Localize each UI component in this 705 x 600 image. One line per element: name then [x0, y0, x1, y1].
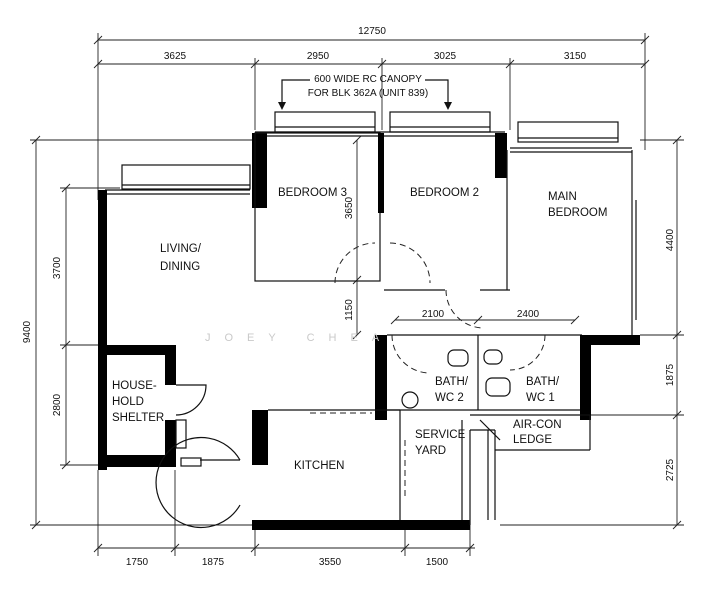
dim-top-2: 2950	[307, 51, 330, 62]
shelter-label-3: SHELTER	[112, 412, 164, 424]
doors	[155, 242, 546, 529]
bedroom2-door-swing	[389, 242, 431, 284]
dim-bottom-2: 1875	[202, 557, 225, 568]
shelter-label-2: HOLD	[112, 396, 144, 408]
aircon-ledge-label-1: AIR-CON	[513, 419, 562, 431]
dim-bath-2: 2400	[517, 309, 540, 320]
watermark: JOEY CHEA	[205, 332, 393, 344]
dimension-labels: 12750 3625 2950 3025 3150 9400 3700 2800…	[22, 26, 676, 568]
bedroom2-label: BEDROOM 2	[410, 187, 479, 199]
kitchen-label: KITCHEN	[294, 460, 344, 472]
canopy-arrowhead-right	[444, 102, 452, 110]
dim-bath-1: 2100	[422, 309, 445, 320]
main-bedroom-door-swing	[445, 289, 485, 329]
room-labels: BEDROOM 3 BEDROOM 2 MAIN BEDROOM LIVING/…	[112, 187, 607, 472]
bath2-door-swing	[391, 334, 431, 374]
wc1-toilet-icon	[483, 349, 503, 365]
main-door-swing	[155, 436, 241, 529]
wc2-toilet-icon	[447, 349, 469, 367]
dim-top-1: 3625	[164, 51, 187, 62]
service-yard-label-1: SERVICE	[415, 429, 466, 441]
planter-boxes	[105, 111, 632, 195]
wc1-sink-icon	[485, 377, 511, 397]
bath1-label-2: WC 1	[526, 392, 555, 404]
dim-bottom-4: 1500	[426, 557, 449, 568]
shelter-cabinet-icon	[175, 419, 187, 449]
dim-left-overall: 9400	[22, 320, 33, 343]
canopy-arrow-right	[425, 79, 449, 106]
bedroom3-door-swing	[334, 242, 376, 284]
dim-overall-width: 12750	[358, 26, 386, 37]
bath2-label-2: WC 2	[435, 392, 464, 404]
bath1-label-1: BATH/	[526, 376, 560, 388]
aircon-ledge-label-2: LEDGE	[513, 434, 552, 446]
dim-bottom-3: 3550	[319, 557, 342, 568]
living-label-1: LIVING/	[160, 243, 202, 255]
dimension-lines	[30, 33, 684, 556]
dim-bottom-1: 1750	[126, 557, 149, 568]
dim-top-4: 3150	[564, 51, 587, 62]
wc2-basin-icon	[401, 391, 419, 409]
dim-left-1: 3700	[52, 256, 63, 279]
dim-right-1: 4400	[665, 228, 676, 251]
canopy-note-line-2: FOR BLK 362A (UNIT 839)	[308, 88, 428, 99]
bedroom3-label: BEDROOM 3	[278, 187, 347, 199]
service-yard-label-2: YARD	[415, 445, 446, 457]
living-label-2: DINING	[160, 261, 200, 273]
fixtures	[175, 349, 511, 467]
main-bedroom-label-2: BEDROOM	[548, 207, 607, 219]
shelter-label-1: HOUSE-	[112, 380, 157, 392]
dim-right-2: 1875	[665, 363, 676, 386]
canopy-note-line-1: 600 WIDE RC CANOPY	[314, 74, 422, 85]
dim-right-3: 2725	[665, 458, 676, 481]
dim-left-2: 2800	[52, 393, 63, 416]
dim-bedroom3-depth: 3650	[344, 196, 355, 219]
canopy-arrowhead-left	[278, 102, 286, 110]
dim-top-3: 3025	[434, 51, 457, 62]
walls	[98, 132, 640, 530]
bath2-label-1: BATH/	[435, 376, 469, 388]
shelter-door-swing	[175, 384, 207, 416]
bath1-door-swing	[509, 334, 546, 371]
kitchen-counter-icon	[180, 457, 202, 467]
dim-corridor: 1150	[344, 299, 355, 321]
canopy-note: 600 WIDE RC CANOPY FOR BLK 362A (UNIT 83…	[278, 74, 452, 110]
main-bedroom-label-1: MAIN	[548, 191, 577, 203]
canopy-arrow-left	[281, 79, 310, 106]
